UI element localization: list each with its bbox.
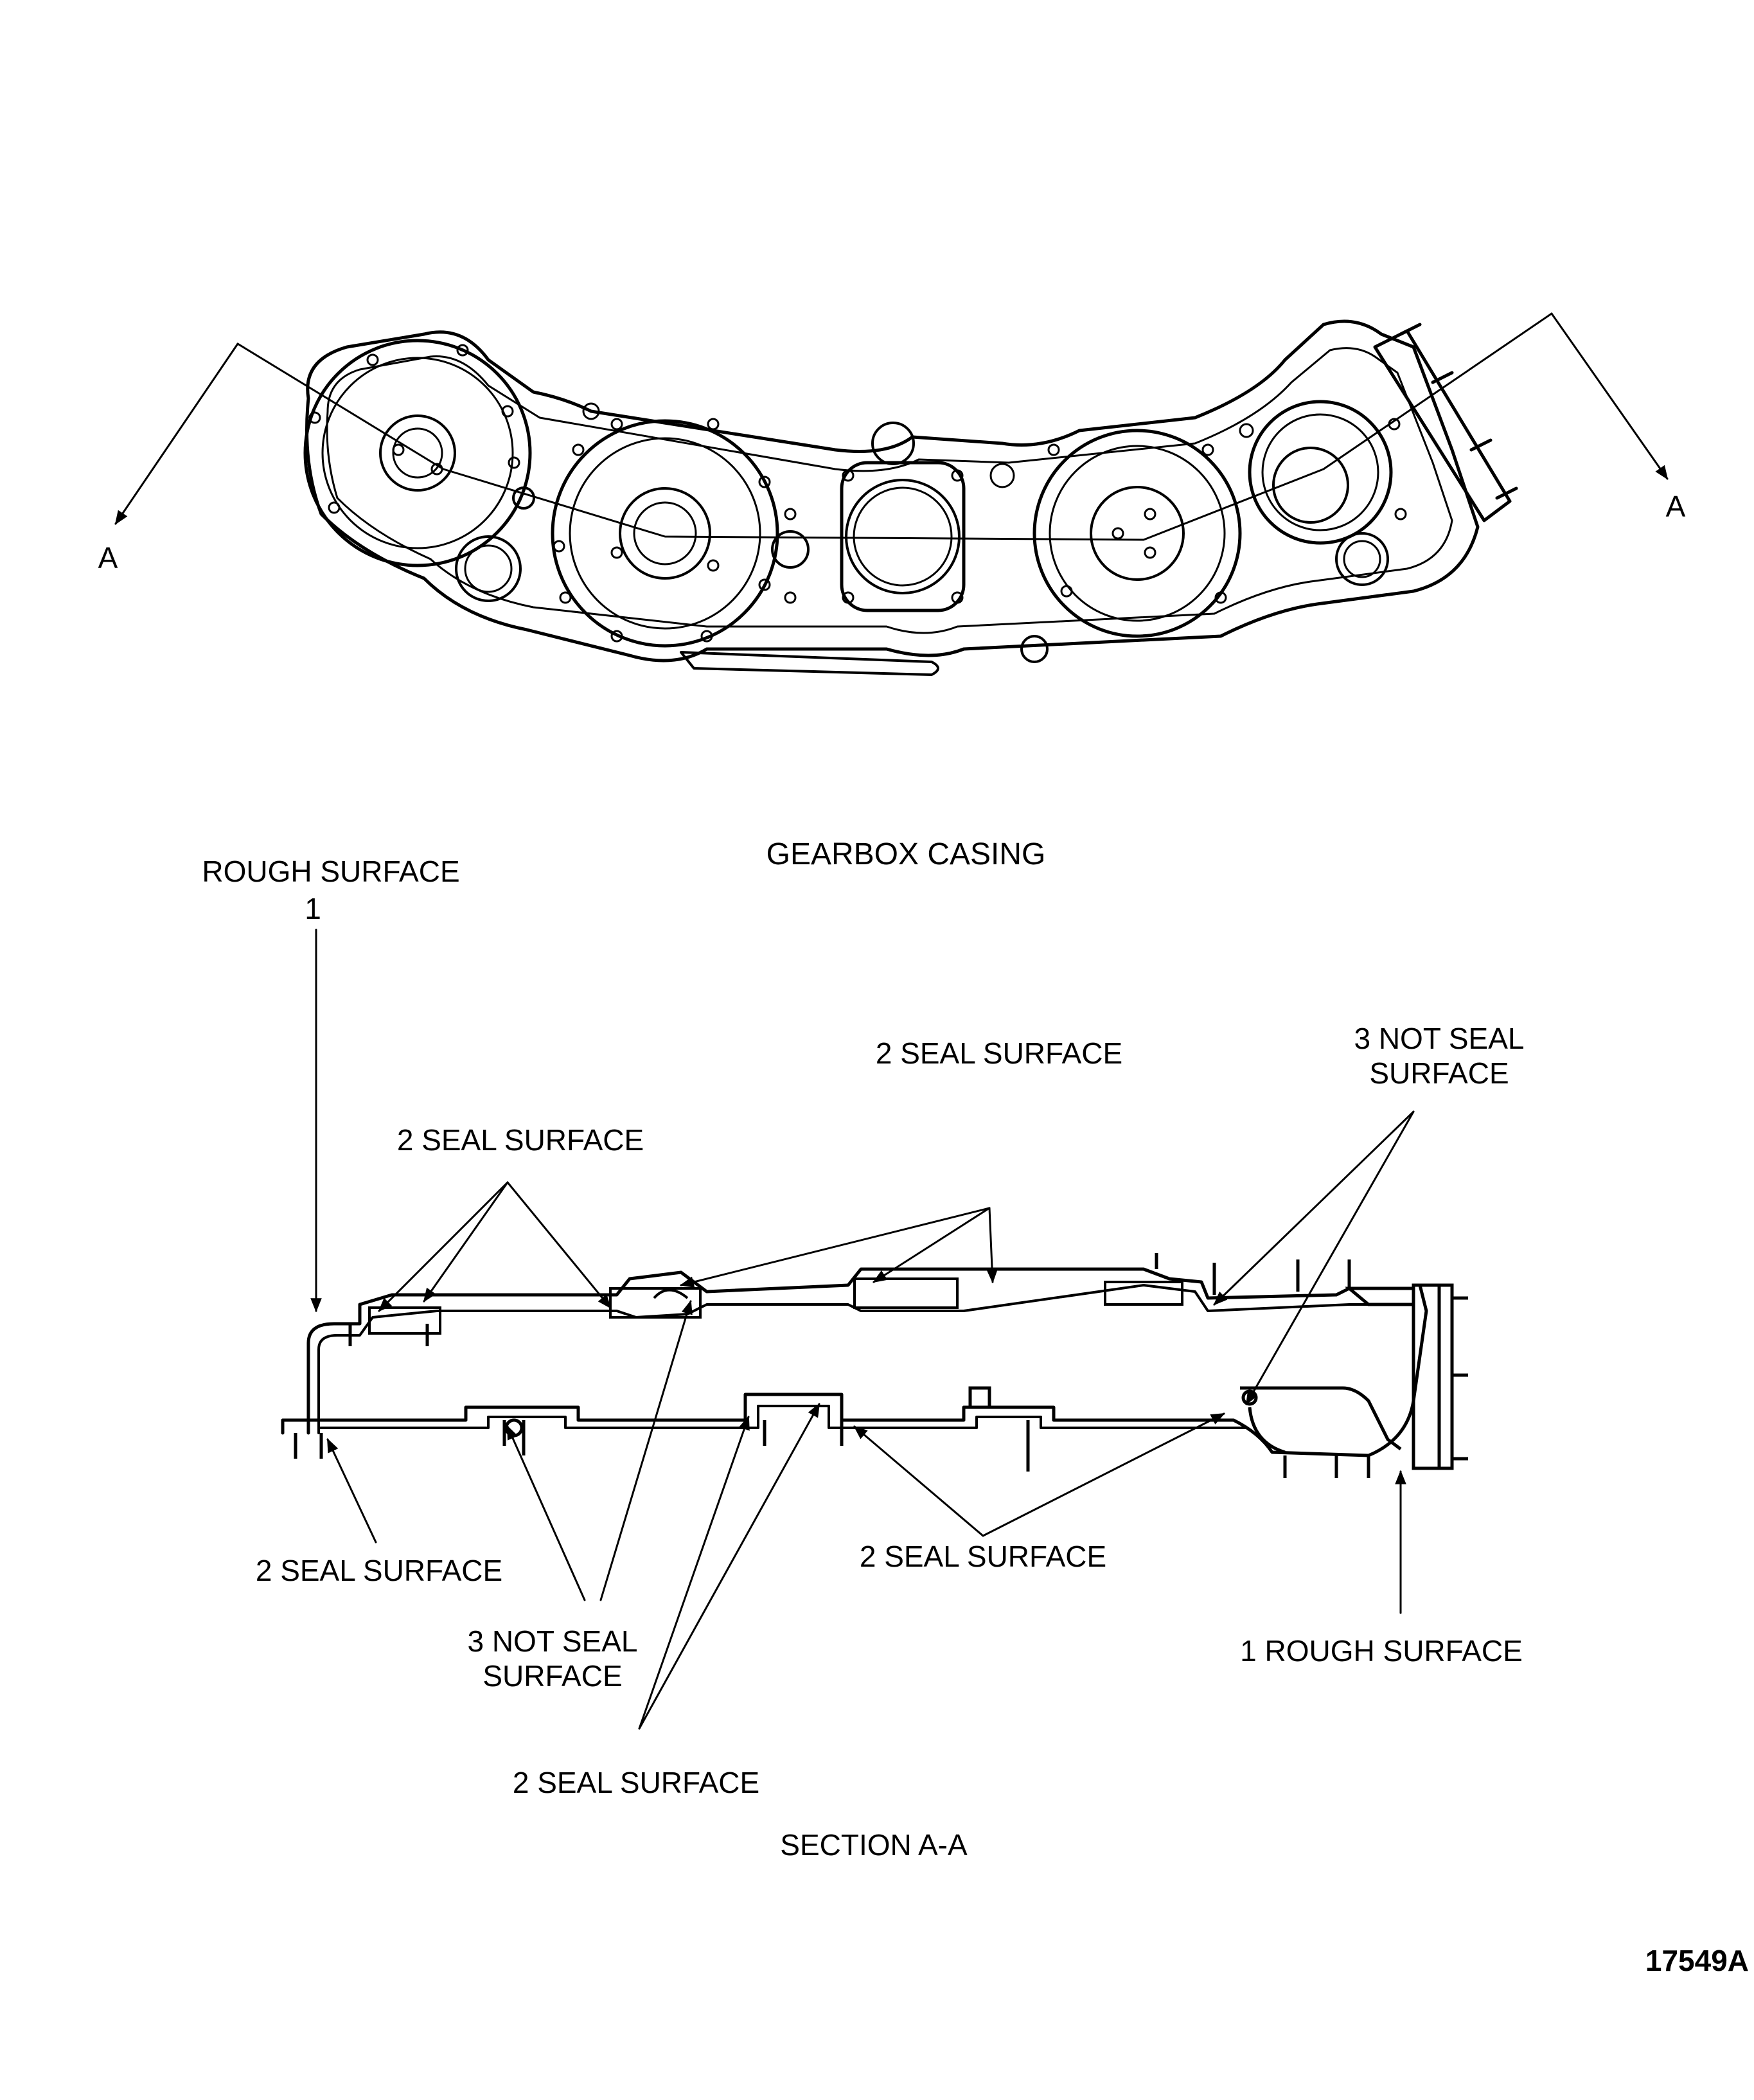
section-arrow-right <box>1550 312 1669 480</box>
gearbox-casing-title: GEARBOX CASING <box>766 837 1046 871</box>
bearing-bore-5 <box>1248 400 1393 545</box>
section-right-housing <box>1240 1283 1468 1470</box>
callout-seal-surface-lower-center: 2 SEAL SURFACE <box>860 1540 1106 1573</box>
section-upper-pads <box>368 1277 1183 1335</box>
callout-rough-surface-top: ROUGH SURFACE <box>202 855 459 888</box>
bearing-bore-1 <box>303 339 532 567</box>
casing-inner-edge <box>326 347 1453 634</box>
bearing-bore-3 <box>840 422 966 612</box>
callout-not-seal-lower-line1: 3 NOT SEAL <box>467 1624 637 1658</box>
callout-seal-surface-upper-center: 2 SEAL SURFACE <box>876 1037 1122 1070</box>
gearbox-casing-top-view <box>114 312 1669 676</box>
callout-seal-surface-upper-left: 2 SEAL SURFACE <box>397 1123 644 1157</box>
callout-rough-surface-bottom: 1 ROUGH SURFACE <box>1240 1634 1523 1668</box>
bearing-bore-4 <box>1032 429 1242 638</box>
callout-not-seal-upper-line1: 3 NOT SEAL <box>1354 1022 1524 1055</box>
section-marker-right: A <box>1666 490 1686 523</box>
bolt-holes <box>308 344 1407 643</box>
section-upper-wall-inner <box>317 1284 1402 1434</box>
section-cut-line <box>236 312 1553 541</box>
right-mounting-flange <box>1373 323 1518 522</box>
section-marker-left: A <box>98 541 118 574</box>
section-upper-wall <box>306 1267 1415 1435</box>
callout-seal-surface-lower-left: 2 SEAL SURFACE <box>256 1554 502 1587</box>
callout-seal-surface-bottom: 2 SEAL SURFACE <box>513 1766 759 1799</box>
section-a-a-view <box>281 929 1468 1730</box>
bearing-bore-2 <box>551 419 779 648</box>
callout-rough-surface-top-number: 1 <box>305 892 321 925</box>
casing-bottom-rib <box>680 651 939 676</box>
leader-lines <box>310 929 1415 1730</box>
section-a-a-title: SECTION A-A <box>780 1828 968 1862</box>
casing-ports <box>455 486 1389 663</box>
figure-number: 17549A <box>1645 1944 1749 1977</box>
casing-outline <box>305 319 1480 663</box>
section-arrow-left <box>114 343 239 525</box>
callout-not-seal-lower-line2: SURFACE <box>483 1659 622 1693</box>
section-lower-wall-inner <box>317 1405 1248 1429</box>
callout-not-seal-upper-line2: SURFACE <box>1369 1056 1509 1090</box>
